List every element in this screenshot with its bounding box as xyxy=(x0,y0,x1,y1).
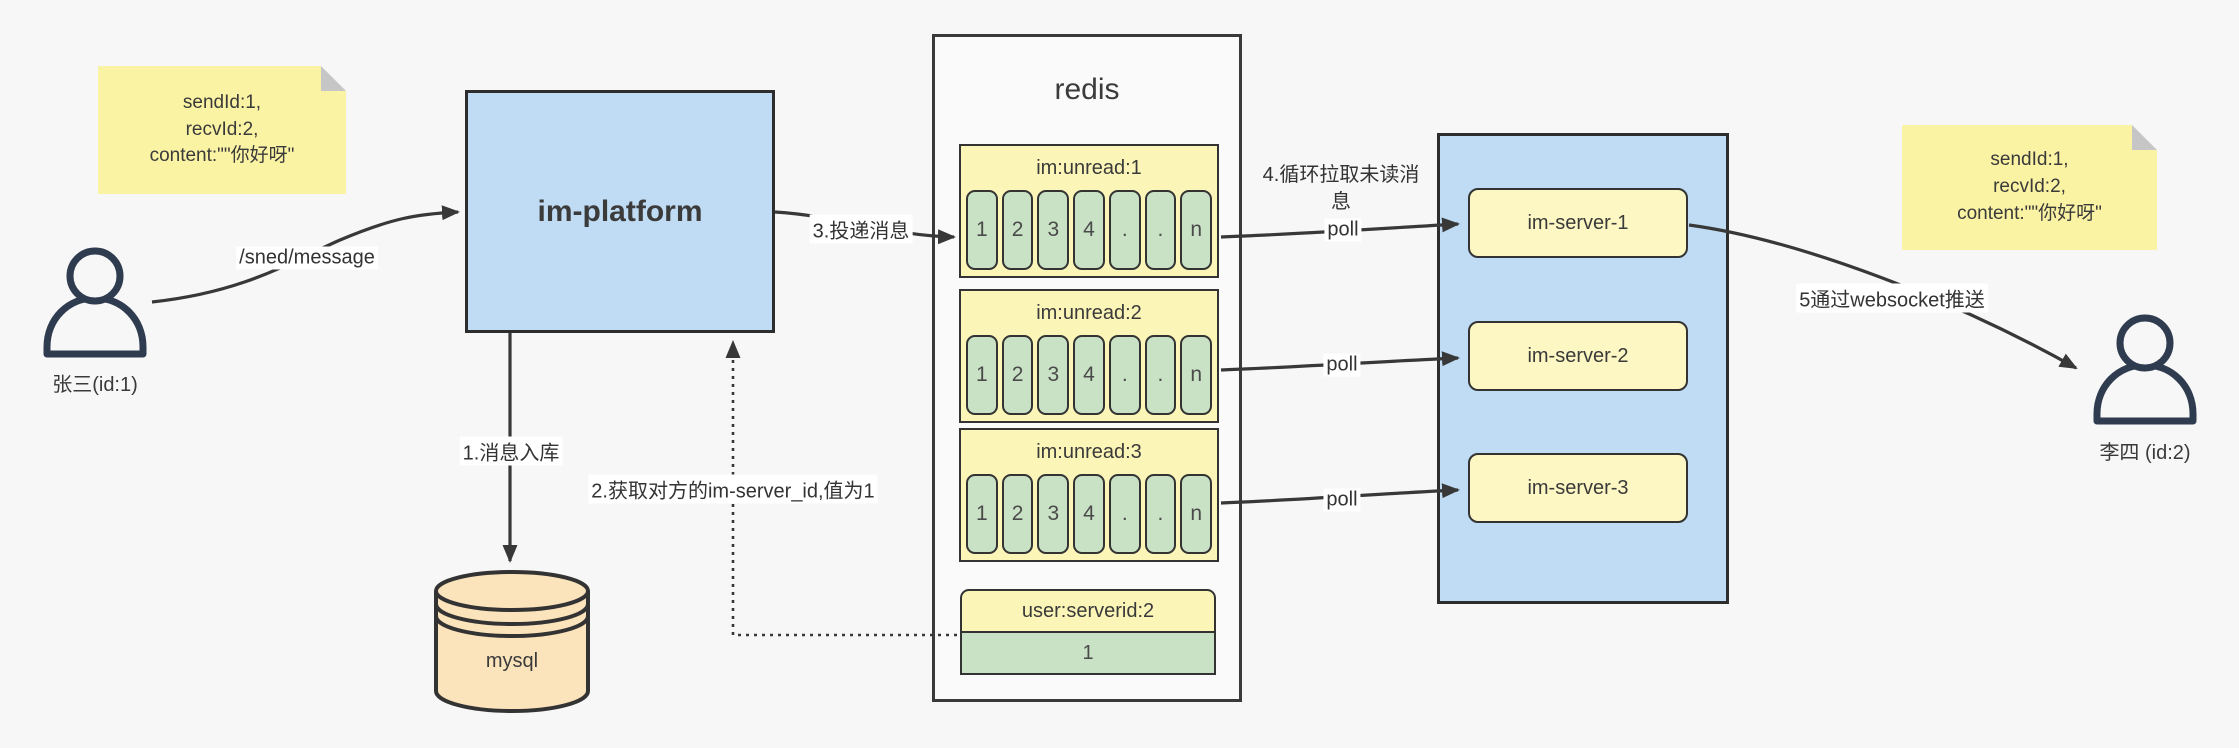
edge-label-step3: 3.投递消息 xyxy=(809,214,913,244)
queue-cell: . xyxy=(1144,335,1177,415)
sticky-note-push: sendId:1, recvId:2, content:""你好呀" xyxy=(1902,125,2157,250)
queue-cell: . xyxy=(1108,335,1141,415)
actor-sender xyxy=(40,246,150,363)
queue-cell: 2 xyxy=(1001,335,1034,415)
kv-key: user:serverid:2 xyxy=(960,589,1216,633)
im-servers-container: im-server-1 im-server-2 im-server-3 xyxy=(1437,133,1729,604)
queue-cell: . xyxy=(1108,474,1141,554)
im-server-2-node: im-server-2 xyxy=(1468,321,1688,391)
sticky-note-text: sendId:1, recvId:2, content:""你好呀" xyxy=(149,91,295,167)
queue-cell: 4 xyxy=(1073,335,1105,415)
edge-label-step5: 5通过websocket推送 xyxy=(1796,283,1988,313)
queue-cell: 3 xyxy=(1037,190,1070,270)
queue-cell: . xyxy=(1144,474,1177,554)
queue-cell: 2 xyxy=(1001,190,1034,270)
mysql-label: mysql xyxy=(485,650,539,672)
actor-receiver-label: 李四 (id:2) xyxy=(2099,442,2191,464)
actor-sender-label: 张三(id:1) xyxy=(52,374,138,396)
edge-label-step1: 1.消息入库 xyxy=(459,436,563,466)
person-icon xyxy=(43,247,147,358)
mysql-node: mysql xyxy=(433,568,591,714)
queue-cell: n xyxy=(1180,474,1213,554)
redis-title: redis xyxy=(1054,73,1120,106)
queue-header: im:unread:1 xyxy=(1036,156,1142,179)
edge-label-step4: 4.循环拉取未读消息 xyxy=(1253,162,1429,216)
im-platform-node: im-platform xyxy=(465,90,775,333)
edge-label-send-api: /sned/message xyxy=(236,246,378,270)
sticky-note-request: sendId:1, recvId:2, content:""你好呀" xyxy=(98,66,346,194)
im-server-3-node: im-server-3 xyxy=(1468,453,1688,523)
database-cylinder-icon xyxy=(434,570,590,714)
edge-label-poll-3: poll xyxy=(1323,488,1361,512)
queue-cell: . xyxy=(1108,190,1141,270)
queue-cell: n xyxy=(1180,335,1213,415)
queue-header: im:unread:3 xyxy=(1036,440,1142,463)
person-icon xyxy=(2093,314,2197,425)
redis-kv-entry: user:serverid:2 1 xyxy=(960,589,1216,675)
queue-header: im:unread:2 xyxy=(1036,301,1142,324)
queue-cell: 2 xyxy=(1001,474,1034,554)
actor-receiver xyxy=(2090,313,2200,430)
queue-cell: 3 xyxy=(1037,474,1070,554)
note-fold-corner xyxy=(321,66,346,91)
queue-cell: n xyxy=(1180,190,1213,270)
edge-label-poll-2: poll xyxy=(1323,353,1361,377)
im-platform-label: im-platform xyxy=(537,194,703,228)
queue-cell: . xyxy=(1144,190,1177,270)
note-fold-corner xyxy=(2132,125,2157,150)
queue-cell: 3 xyxy=(1037,335,1070,415)
queue-cell: 4 xyxy=(1073,474,1105,554)
queue-cell: 1 xyxy=(966,190,998,270)
queue-cell: 1 xyxy=(966,474,998,554)
queue-cell: 1 xyxy=(966,335,998,415)
sticky-note-text: sendId:1, recvId:2, content:""你好呀" xyxy=(1957,149,2102,224)
kv-value: 1 xyxy=(960,633,1216,675)
queue-cell: 4 xyxy=(1073,190,1105,270)
edge-label-poll-1: poll xyxy=(1324,218,1362,242)
im-server-1-node: im-server-1 xyxy=(1468,188,1688,258)
edge-label-step2: 2.获取对方的im-server_id,值为1 xyxy=(588,474,878,504)
